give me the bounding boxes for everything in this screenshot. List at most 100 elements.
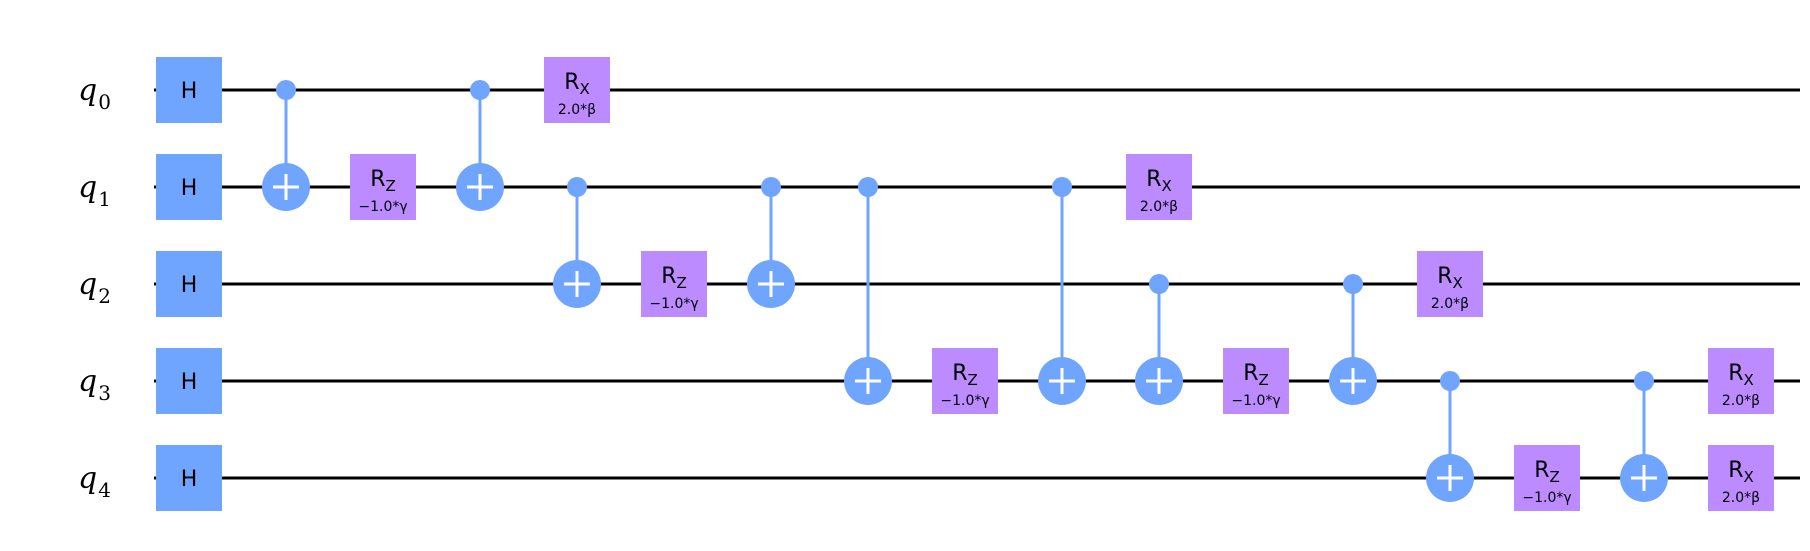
rotation-gate-name: RZ (370, 167, 396, 195)
rotation-gate-z: RZ −1.0*γ (1223, 348, 1289, 414)
qubit-symbol: q (78, 461, 97, 496)
rotation-gate-x: RX 2.0*β (1708, 348, 1774, 414)
qubit-label-0: q0 (78, 73, 111, 114)
rotation-gate-param: −1.0*γ (358, 199, 407, 215)
rotation-gate-box (1514, 445, 1580, 511)
qubit-index: 0 (98, 90, 111, 114)
rotation-gate-letter: R (564, 70, 579, 95)
rotation-gate-name: RX (1146, 167, 1172, 195)
rotation-gate-letter: R (1728, 361, 1743, 386)
cnot-control-dot (1343, 274, 1363, 294)
hadamard-gate-box (156, 154, 222, 220)
rotation-gate-box (1417, 251, 1483, 317)
rotation-gate-axis: X (580, 80, 590, 98)
cnot-control-dot (1634, 371, 1654, 391)
rotation-gate-box (1708, 445, 1774, 511)
rotation-gate-x: RX 2.0*β (544, 57, 610, 123)
rotation-gate-box (1223, 348, 1289, 414)
rotation-gate-axis: X (1453, 274, 1463, 292)
qubit-symbol: q (78, 170, 97, 205)
rotation-gate-param: 2.0*β (1140, 199, 1178, 215)
rotation-gate-letter: R (1243, 361, 1258, 386)
hadamard-gate-label: H (181, 176, 198, 201)
rotation-gate-name: RX (1728, 458, 1754, 486)
cnot-control-dot (1149, 274, 1169, 294)
rotation-gate-name: RZ (1534, 458, 1560, 486)
rotation-gate-axis: X (1744, 468, 1754, 486)
rotation-gate-box (932, 348, 998, 414)
qubit-wires (154, 88, 1800, 480)
rotation-gate-axis: Z (1550, 468, 1560, 486)
cnot-gate (456, 80, 504, 211)
rotation-gate-x: RX2.0*β (1708, 445, 1774, 511)
cnot-gate (1620, 371, 1668, 502)
qubit-index: 1 (98, 187, 111, 211)
cnot-gate (844, 177, 892, 405)
cnot-control-dot (567, 177, 587, 197)
rotation-gate-box (544, 57, 610, 123)
qubit-index: 3 (98, 381, 111, 405)
rotation-gate-param: −1.0*γ (1522, 490, 1571, 506)
hadamard-gate-box (156, 445, 222, 511)
rotation-gate-name: RX (1728, 361, 1754, 389)
rotation-gate-box (1126, 154, 1192, 220)
rotation-gate-axis: X (1744, 371, 1754, 389)
hadamard-gate-label: H (181, 273, 198, 298)
cnot-gate (1135, 274, 1183, 405)
cnot-control-dot (1440, 371, 1460, 391)
rotation-gate-x: RX 2.0*β (1417, 251, 1483, 317)
hadamard-gate: H (156, 445, 222, 511)
rotation-gate-box (641, 251, 707, 317)
cnot-gate (262, 80, 310, 211)
hadamard-gate-box (156, 251, 222, 317)
rotation-gate-name: RZ (952, 361, 978, 389)
rotation-gate-letter: R (1146, 167, 1161, 192)
rotation-gate-param: −1.0*γ (940, 393, 989, 409)
qubit-index: 4 (98, 478, 111, 502)
rotation-gate-letter: R (952, 361, 967, 386)
rotation-gate-z: RZ −1.0*γ (932, 348, 998, 414)
rotation-gate-name: RZ (1243, 361, 1269, 389)
hadamard-gate-label: H (181, 467, 198, 492)
rotation-gate-name: RZ (661, 264, 687, 292)
rotation-gate-name: RX (1437, 264, 1463, 292)
rotation-gate-letter: R (1728, 458, 1743, 483)
cnot-control-dot (858, 177, 878, 197)
qubit-label-4: q4 (78, 461, 111, 502)
rotation-gate-letter: R (370, 167, 385, 192)
cnot-gate (553, 177, 601, 308)
rotation-gate-param: −1.0*γ (649, 296, 698, 312)
rotation-gate-param: 2.0*β (1431, 296, 1469, 312)
cnot-control-dot (761, 177, 781, 197)
rotation-gate-x: RX 2.0*β (1126, 154, 1192, 220)
qubit-label-2: q2 (78, 267, 111, 308)
rotation-gate-axis: Z (677, 274, 687, 292)
rotation-gate-axis: X (1162, 177, 1172, 195)
hadamard-gate-label: H (181, 79, 198, 104)
qubit-label-3: q3 (78, 364, 111, 405)
rotation-gate-param: 2.0*β (1722, 393, 1760, 409)
cnot-gate (1329, 274, 1377, 405)
rotation-gate-box (1708, 348, 1774, 414)
rotation-gate-axis: Z (1259, 371, 1269, 389)
cnot-gate (747, 177, 795, 308)
hadamard-gate-box (156, 348, 222, 414)
hadamard-gate: H (156, 57, 222, 123)
rotation-gate-letter: R (1534, 458, 1549, 483)
rotation-gate-param: 2.0*β (558, 102, 596, 118)
rotation-gate-box (350, 154, 416, 220)
hadamard-gate-box (156, 57, 222, 123)
cnot-control-dot (276, 80, 296, 100)
hadamard-gate: H (156, 348, 222, 414)
cnot-control-dot (1052, 177, 1072, 197)
cnot-gate (1426, 371, 1474, 502)
rotation-gate-param: −1.0*γ (1231, 393, 1280, 409)
rotation-gate-letter: R (661, 264, 676, 289)
hadamard-gate: H (156, 251, 222, 317)
qubit-symbol: q (78, 267, 97, 302)
hadamard-gate: H (156, 154, 222, 220)
qubit-label-1: q1 (78, 170, 111, 211)
rotation-gate-z: RZ −1.0*γ (350, 154, 416, 220)
